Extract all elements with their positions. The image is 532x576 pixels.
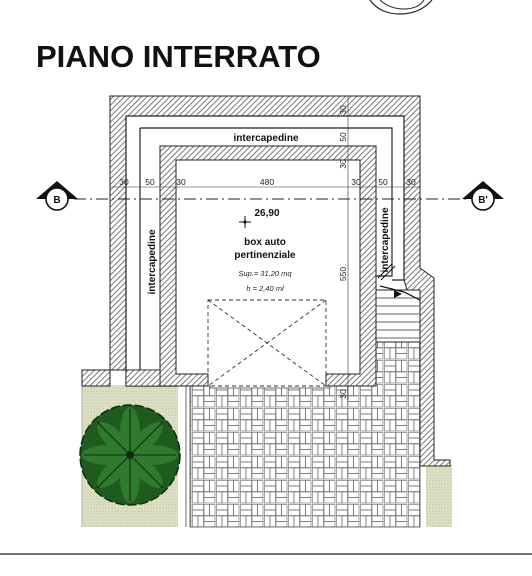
svg-text:B: B (53, 195, 60, 206)
lawn-right (426, 465, 452, 527)
svg-text:B': B' (478, 195, 488, 206)
dimension-label: 30 (406, 177, 416, 187)
dimension-label: 550 (338, 267, 348, 281)
garage-door (207, 299, 327, 387)
elevation-marker-icon (239, 216, 251, 228)
intercapedine-top-label: intercapedine (233, 133, 298, 144)
intercapedine-left-label: intercapedine (147, 229, 158, 294)
page-title: PIANO INTERRATO (36, 39, 321, 74)
dimension-label: 30 (176, 177, 186, 187)
dimension-label: 30 (338, 389, 348, 399)
vertical-dimensions: 30 50 30 550 30 (338, 105, 348, 399)
room-height: h = 2,40 ml (246, 284, 284, 293)
staircase (375, 263, 421, 343)
room-surface: Sup.= 31,20 mq (238, 269, 292, 278)
section-marker-right: B' (462, 181, 504, 211)
dimension-label: 50 (145, 177, 155, 187)
dimension-label: 30 (119, 177, 129, 187)
room-name-line1: box auto (244, 237, 286, 248)
room-info: 26,90 box auto pertinenziale Sup.= 31,20… (234, 208, 296, 293)
dimension-label: 480 (260, 177, 274, 187)
tree-icon (79, 404, 181, 506)
dimension-label: 50 (378, 177, 388, 187)
dimension-label: 30 (338, 105, 348, 115)
dimension-label: 30 (338, 159, 348, 169)
paved-courtyard (189, 341, 421, 528)
north-arrow-fragment (369, 0, 433, 15)
dimension-label: 50 (338, 132, 348, 142)
room-name-line2: pertinenziale (234, 250, 296, 261)
horizontal-dimensions: 30 50 30 480 30 50 30 (119, 177, 416, 187)
section-marker-left: B (36, 181, 78, 211)
elevation-label: 26,90 (254, 208, 279, 219)
dimension-label: 30 (351, 177, 361, 187)
intercapedine-right-label: intercapedine (380, 207, 391, 272)
